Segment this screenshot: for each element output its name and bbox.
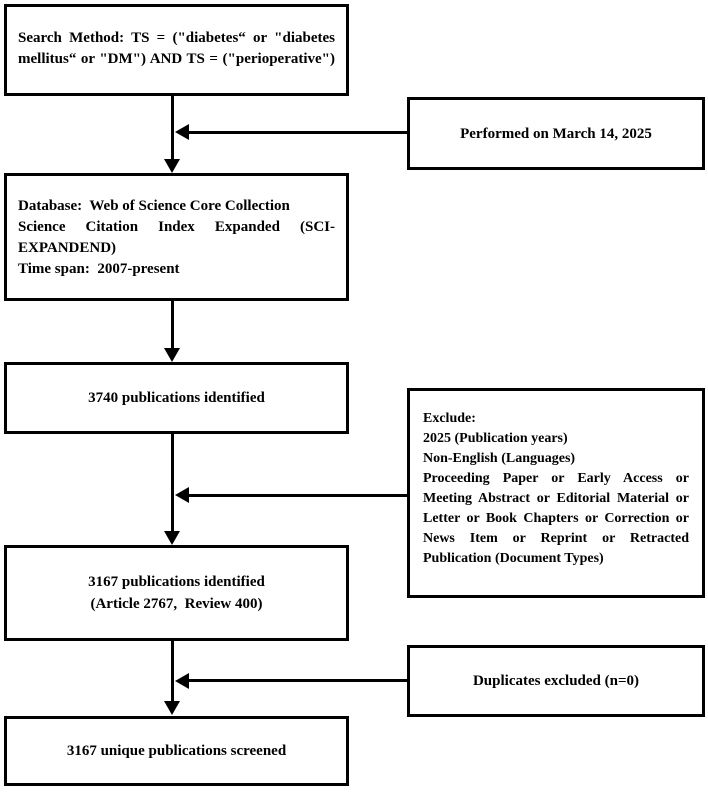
- database-line2: Science Citation Index Expanded (SCI-: [18, 219, 335, 235]
- exclude-line2: 2025 (Publication years): [423, 431, 568, 446]
- performed-date-box: Performed on March 14, 2025: [407, 97, 705, 170]
- publications-identified-box: 3740 publications identified: [4, 362, 349, 434]
- arrow-left-duplicates-icon: [175, 673, 189, 689]
- filtered-publications-box: 3167 publications identified (Article 27…: [4, 545, 349, 641]
- search-method-line1: Search Method: TS = ("diabetes“ or "diab…: [18, 30, 335, 46]
- connector-duplicates-line: [189, 679, 407, 682]
- arrow-left-performed-date-icon: [175, 124, 189, 140]
- duplicates-excluded-box: Duplicates excluded (n=0): [407, 645, 705, 717]
- connector-database-to-identified-line: [171, 301, 174, 348]
- performed-date-text: Performed on March 14, 2025: [460, 125, 652, 142]
- exclude-criteria-box: Exclude: 2025 (Publication years) Non-En…: [407, 388, 705, 598]
- database-line3: EXPANDEND): [18, 240, 117, 256]
- exclude-line7: News Item or Reprint or Retracted: [423, 531, 689, 546]
- exclude-line8: Publication (Document Types): [423, 551, 604, 566]
- arrow-down-to-filtered-icon: [164, 531, 180, 545]
- exclude-line5: Meeting Abstract or Editorial Material o…: [423, 491, 689, 506]
- exclude-line6: Letter or Book Chapters or Correction or: [423, 511, 689, 526]
- arrow-left-exclude-icon: [175, 487, 189, 503]
- search-method-line2: mellitus“ or "DM") AND TS = ("perioperat…: [18, 51, 335, 67]
- connector-filtered-to-screened-line: [171, 641, 174, 701]
- publications-identified-text: 3740 publications identified: [88, 390, 265, 406]
- search-method-box: Search Method: TS = ("diabetes“ or "diab…: [4, 4, 349, 96]
- connector-identified-to-filtered-line: [171, 434, 174, 531]
- database-box: Database: Web of Science Core Collection…: [4, 173, 349, 301]
- connector-exclude-line: [189, 494, 407, 497]
- database-line4: Time span: 2007-present: [18, 261, 180, 277]
- filtered-publications-line1: 3167 publications identified: [88, 574, 265, 590]
- exclude-line4: Proceeding Paper or Early Access or: [423, 471, 689, 486]
- arrow-down-to-screened-icon: [164, 701, 180, 715]
- arrow-down-to-identified-icon: [164, 348, 180, 362]
- exclude-line3: Non-English (Languages): [423, 451, 576, 466]
- duplicates-excluded-text: Duplicates excluded (n=0): [472, 673, 640, 689]
- database-line1: Database: Web of Science Core Collection: [18, 198, 290, 214]
- exclude-line1: Exclude:: [423, 411, 476, 426]
- screened-publications-box: 3167 unique publications screened: [4, 716, 349, 786]
- connector-search-to-database-line: [171, 96, 174, 159]
- connector-performed-date-line: [189, 131, 407, 134]
- screened-publications-text: 3167 unique publications screened: [66, 743, 287, 759]
- filtered-publications-line2: (Article 2767, Review 400): [90, 596, 263, 612]
- arrow-down-to-database-icon: [164, 159, 180, 173]
